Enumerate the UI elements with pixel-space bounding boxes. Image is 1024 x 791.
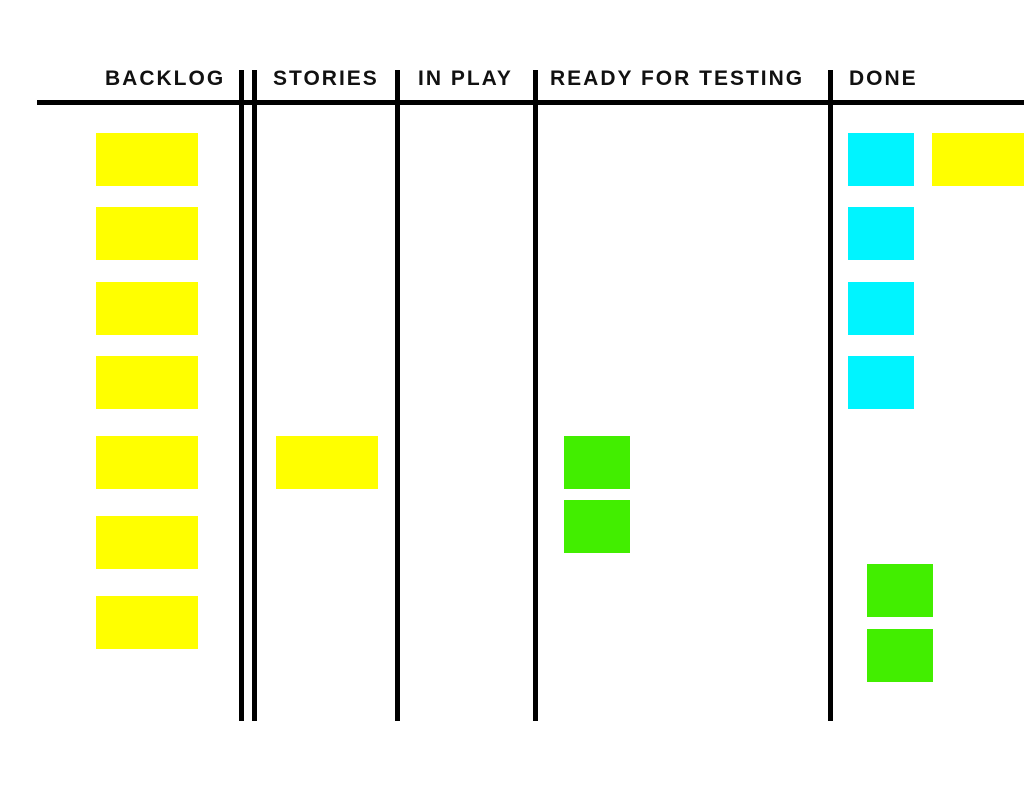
done-card[interactable] bbox=[848, 207, 914, 260]
done-card[interactable] bbox=[848, 356, 914, 409]
column-divider-backlog-left bbox=[239, 70, 244, 721]
backlog-card[interactable] bbox=[96, 436, 198, 489]
stories-card[interactable] bbox=[276, 436, 378, 489]
backlog-card[interactable] bbox=[96, 207, 198, 260]
column-divider-in-play-ready bbox=[533, 70, 538, 721]
done-card[interactable] bbox=[867, 564, 933, 617]
done-card[interactable] bbox=[848, 282, 914, 335]
done-card[interactable] bbox=[932, 133, 1024, 186]
backlog-card[interactable] bbox=[96, 356, 198, 409]
column-divider-backlog-right bbox=[252, 70, 257, 721]
column-heading-in-play: IN PLAY bbox=[418, 67, 513, 90]
header-divider-line bbox=[37, 100, 1024, 105]
column-heading-stories: STORIES bbox=[273, 67, 379, 90]
column-heading-backlog: BACKLOG bbox=[105, 67, 226, 90]
done-card[interactable] bbox=[848, 133, 914, 186]
ready-for-testing-card[interactable] bbox=[564, 500, 630, 553]
backlog-card[interactable] bbox=[96, 133, 198, 186]
done-card[interactable] bbox=[867, 629, 933, 682]
column-divider-stories-in-play bbox=[395, 70, 400, 721]
backlog-card[interactable] bbox=[96, 282, 198, 335]
column-divider-ready-done bbox=[828, 70, 833, 721]
backlog-card[interactable] bbox=[96, 516, 198, 569]
backlog-card[interactable] bbox=[96, 596, 198, 649]
ready-for-testing-card[interactable] bbox=[564, 436, 630, 489]
column-heading-done: DONE bbox=[849, 67, 918, 90]
column-heading-ready-for-testing: READY FOR TESTING bbox=[550, 67, 805, 90]
